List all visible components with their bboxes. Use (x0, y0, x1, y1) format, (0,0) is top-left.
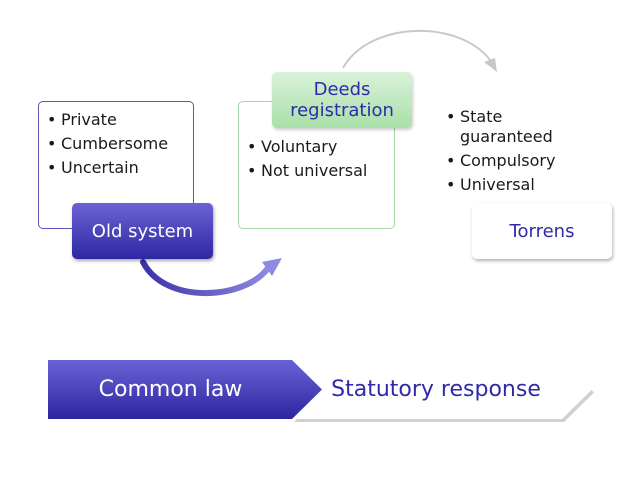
common-law-chevron: Common law (48, 360, 323, 419)
bullet-item: Compulsory (446, 151, 594, 171)
arrow-old-to-deeds-head (262, 258, 282, 276)
torrens-label: Torrens (472, 203, 612, 259)
deeds-registration-label: Deeds registration (272, 72, 412, 128)
arrow-old-to-deeds (140, 259, 271, 296)
bullet-item: Uncertain (47, 157, 187, 178)
old-system-bullets: Private Cumbersome Uncertain (47, 109, 187, 178)
bullet-item: State guaranteed (446, 107, 594, 147)
bullet-item: Voluntary (247, 136, 388, 157)
deeds-registration-bullets: Voluntary Not universal (247, 136, 388, 181)
bullet-item: Cumbersome (47, 133, 187, 154)
arrow-deeds-to-torrens (342, 30, 491, 69)
bullet-item: Not universal (247, 160, 388, 181)
torrens-panel: State guaranteed Compulsory Universal (440, 101, 600, 196)
arrow-deeds-to-torrens-head (484, 58, 497, 72)
statutory-response-chevron: Statutory response (292, 360, 592, 419)
old-system-label: Old system (72, 203, 213, 259)
bullet-item: Private (47, 109, 187, 130)
bullet-item: Universal (446, 175, 594, 195)
torrens-bullets: State guaranteed Compulsory Universal (446, 107, 594, 195)
